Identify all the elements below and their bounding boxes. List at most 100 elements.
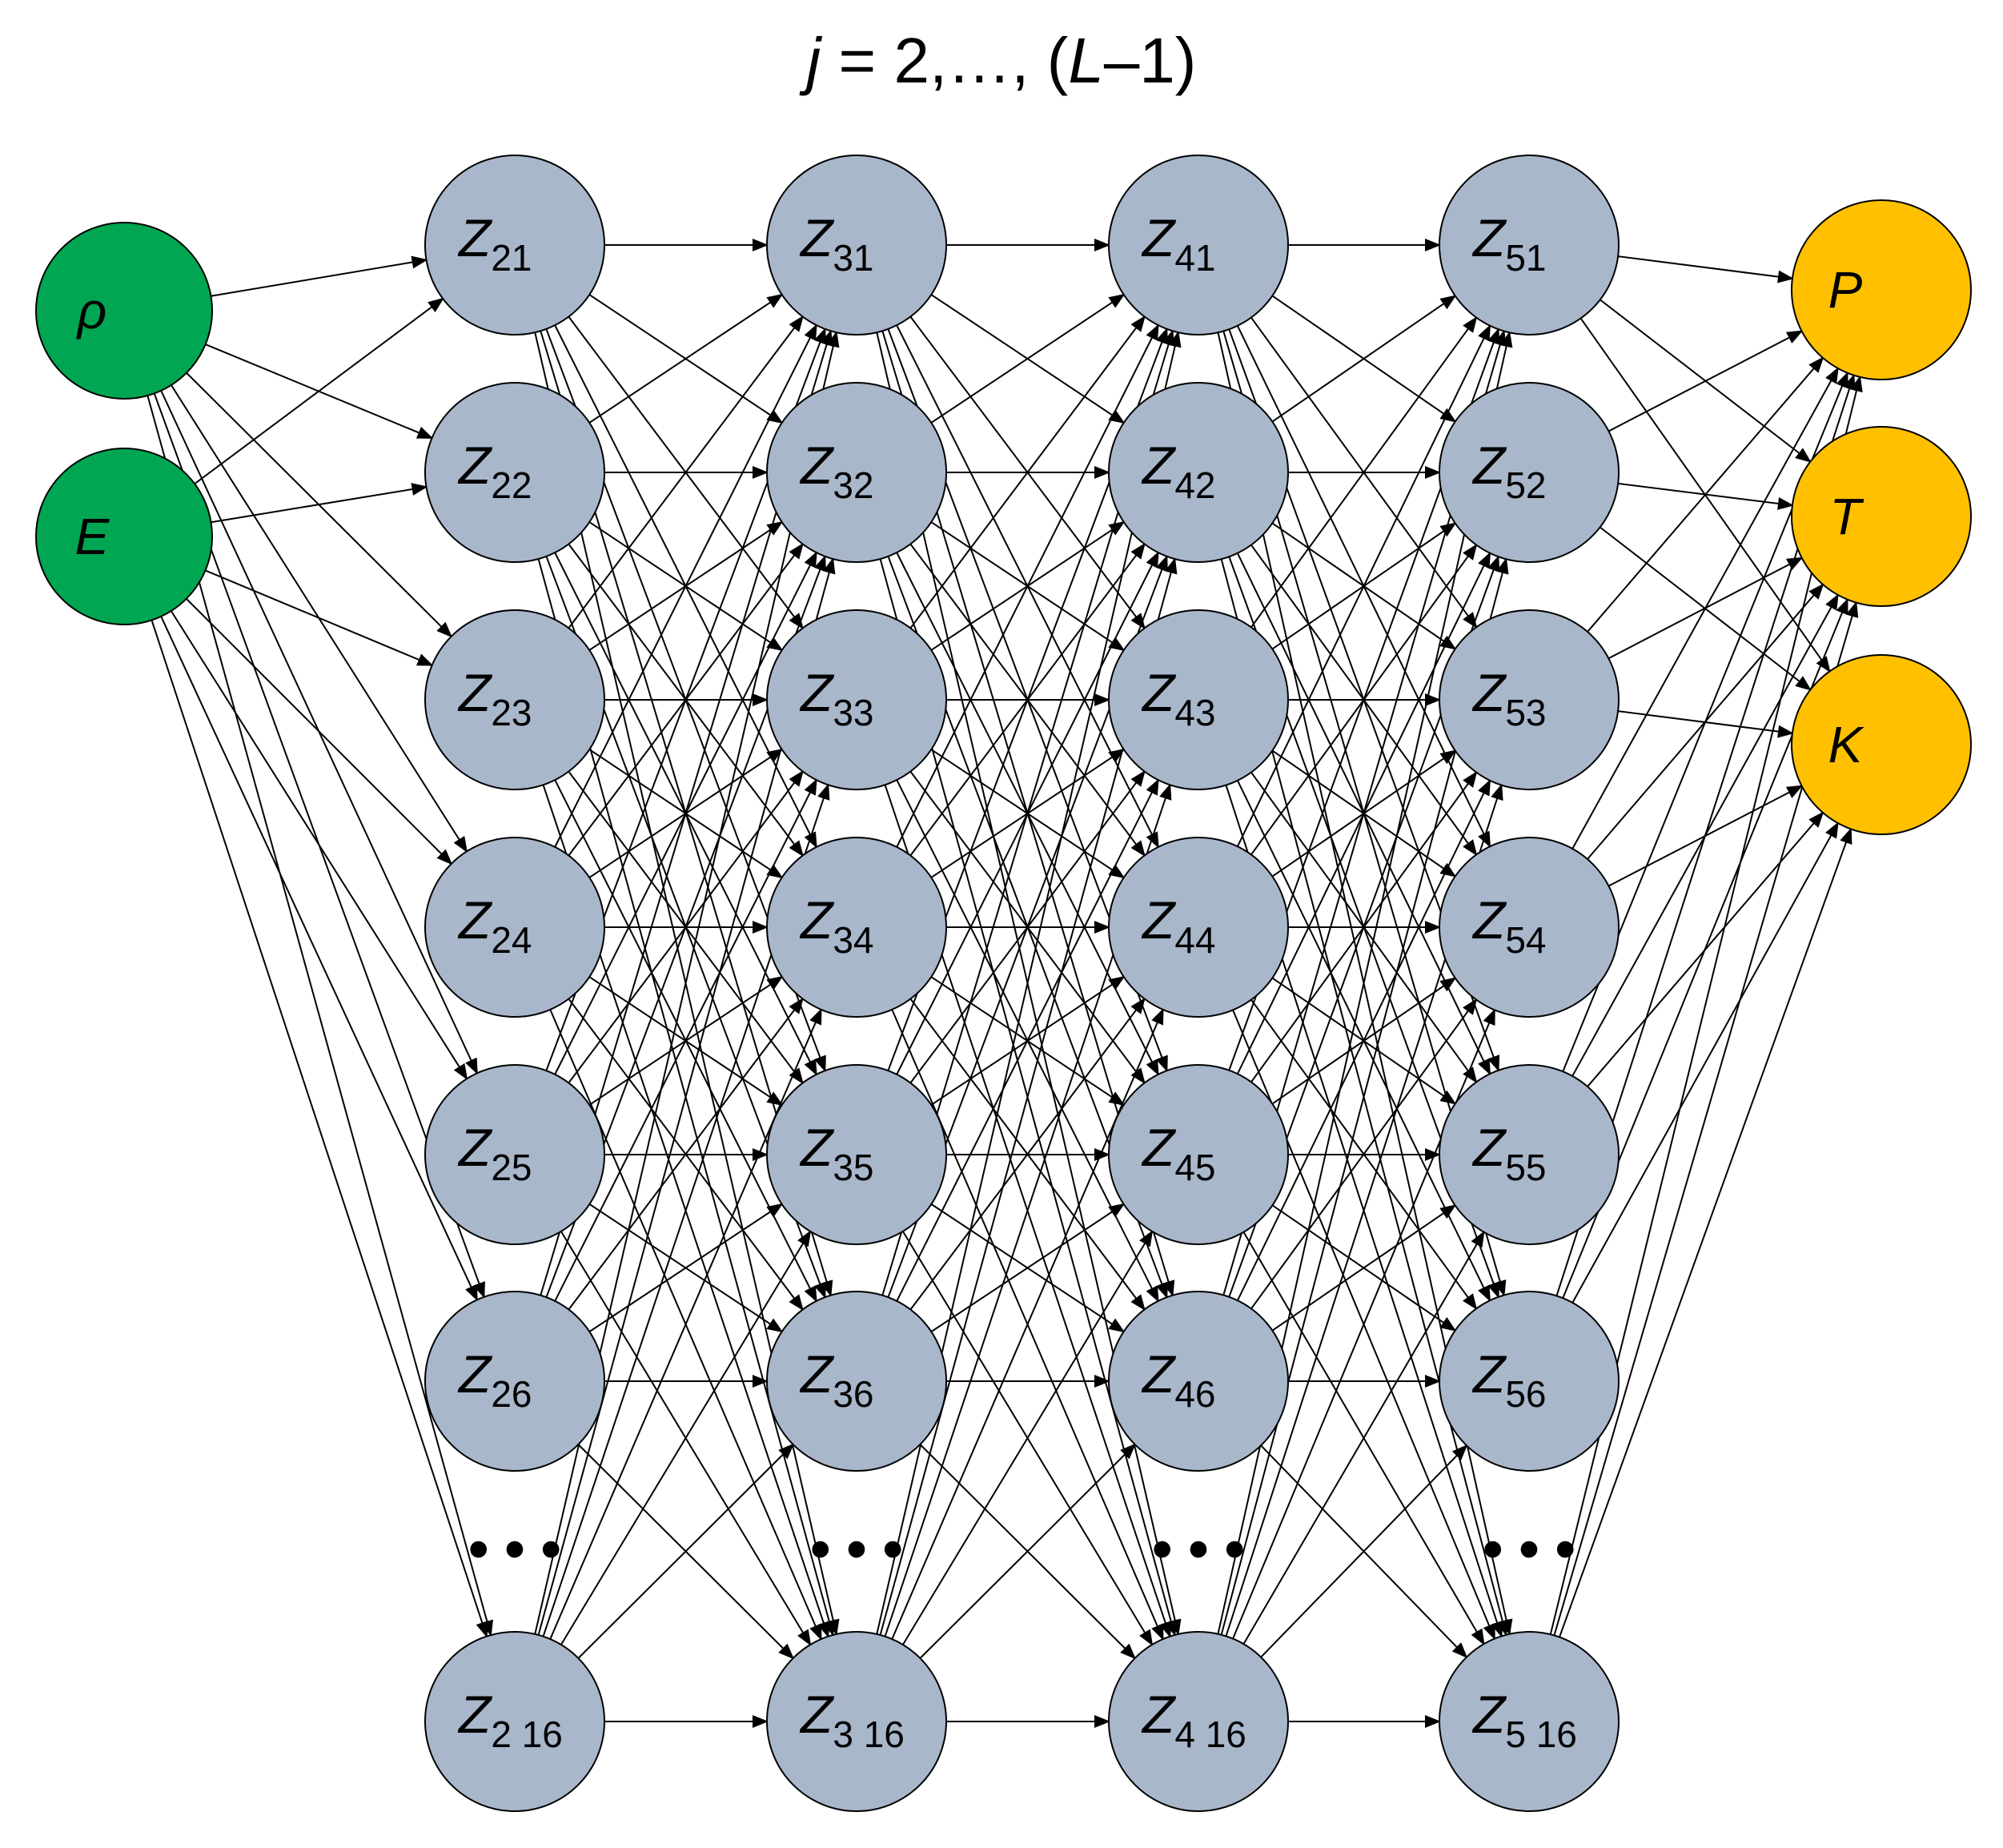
hidden-node-3-5: [766, 1064, 947, 1245]
title-end: –1): [1103, 25, 1197, 96]
edge-input-0-to-h0-6: [147, 395, 494, 1637]
ellipsis-4: • • •: [1152, 1517, 1245, 1581]
input-node-2: [35, 448, 213, 625]
hidden-node-label-2-5: Z25: [457, 1118, 532, 1188]
hidden-node-label-4-1: Z41: [1141, 208, 1216, 279]
hidden-node-5-2: [1439, 382, 1620, 563]
input-node-label-2: E: [75, 508, 110, 565]
edge-h0-5-to-h1-4: [588, 1203, 784, 1332]
hidden-node-label-5-6: Z56: [1471, 1344, 1547, 1415]
hidden-node-5-1: [1439, 155, 1620, 335]
edge-h0-1-to-h1-0: [588, 293, 784, 424]
edge-h2-2-to-h3-0: [1250, 315, 1478, 629]
edge-h3-0-to-output-0: [1617, 255, 1794, 283]
output-node-label-2: T: [1829, 488, 1864, 545]
output-node-label-1: P: [1828, 261, 1863, 319]
edge-h3-2-to-output-0: [1587, 356, 1824, 633]
ellipsis-5: • • •: [1483, 1517, 1576, 1581]
input-node-label-1: ρ: [76, 282, 107, 339]
hidden-node-label-5-4: Z54: [1471, 890, 1547, 961]
edge-h3-5-to-output-2: [1571, 822, 1839, 1304]
edge-input-0-to-h0-0: [211, 255, 428, 297]
hidden-node-3-7: [766, 1631, 947, 1812]
input-node-1: [35, 222, 213, 400]
edge-h1-3-to-h2-0: [896, 323, 1159, 848]
hidden-node-label-3-5: Z35: [799, 1118, 874, 1188]
title-l: L: [1068, 25, 1104, 96]
edge-h2-6-to-h3-4: [1242, 1231, 1485, 1645]
edge-h0-2-to-h1-0: [568, 315, 804, 629]
edge-h1-1-to-h2-0: [930, 293, 1126, 424]
hidden-node-label-4-7: Z4 16: [1141, 1685, 1246, 1755]
hidden-node-4-1: [1108, 155, 1289, 335]
hidden-node-5-5: [1439, 1064, 1620, 1245]
edge-h0-6-to-h1-5: [577, 1443, 795, 1659]
hidden-node-3-4: [766, 837, 947, 1018]
edge-h1-5-to-h2-3: [909, 997, 1146, 1311]
hidden-node-label-2-4: Z24: [457, 890, 532, 961]
hidden-node-label-3-6: Z36: [799, 1344, 874, 1415]
edge-input-1-to-h0-0: [194, 297, 444, 485]
hidden-node-2-2: [424, 382, 605, 563]
hidden-node-3-2: [766, 382, 947, 563]
hidden-node-2-6: [424, 1291, 605, 1472]
diagram-title: j = 2,…, (L–1): [0, 24, 2003, 98]
hidden-node-2-1: [424, 155, 605, 335]
hidden-node-label-5-7: Z5 16: [1471, 1685, 1577, 1755]
hidden-node-label-4-2: Z42: [1141, 436, 1216, 506]
ellipsis-markers: • • •• • •• • •• • •: [468, 1517, 1576, 1581]
hidden-node-label-2-7: Z2 16: [457, 1685, 563, 1755]
hidden-node-label-4-4: Z44: [1141, 890, 1216, 961]
edge-h2-1-to-h3-0: [1271, 295, 1457, 423]
hidden-node-label-2-1: Z21: [457, 208, 532, 279]
edge-input-1-to-h0-4: [170, 610, 468, 1081]
edge-h2-5-to-h3-3: [1250, 998, 1478, 1310]
ellipsis-2: • • •: [468, 1517, 561, 1581]
edge-h2-5-to-h3-2: [1237, 778, 1491, 1301]
hidden-node-label-4-3: Z43: [1141, 663, 1216, 733]
edge-input-1-to-h0-6: [151, 620, 488, 1638]
edge-h0-5-to-h1-3: [568, 997, 804, 1311]
hidden-node-label-2-6: Z26: [457, 1344, 532, 1415]
edge-h1-2-to-h2-0: [909, 315, 1146, 629]
hidden-node-5-4: [1439, 837, 1620, 1018]
title-mid: = 2,…, (: [821, 25, 1069, 96]
hidden-node-3-6: [766, 1291, 947, 1472]
hidden-node-label-2-3: Z23: [457, 663, 532, 733]
hidden-node-label-5-3: Z53: [1471, 663, 1547, 733]
hidden-node-label-3-3: Z33: [799, 663, 874, 733]
hidden-node-4-3: [1108, 609, 1289, 790]
hidden-node-label-3-4: Z34: [799, 890, 874, 961]
hidden-node-label-5-5: Z55: [1471, 1118, 1547, 1188]
hidden-node-label-2-2: Z22: [457, 436, 532, 506]
output-node-label-3: K: [1828, 716, 1865, 773]
edge-h0-5-to-h1-2: [554, 778, 817, 1302]
hidden-node-label-5-1: Z51: [1471, 208, 1547, 279]
hidden-node-4-4: [1108, 837, 1289, 1018]
hidden-node-2-4: [424, 837, 605, 1018]
edge-h1-5-to-h2-2: [896, 778, 1159, 1302]
hidden-node-3-3: [766, 609, 947, 790]
edge-input-1-to-h0-5: [160, 616, 478, 1302]
hidden-node-3-1: [766, 155, 947, 335]
edge-h1-6-to-h2-5: [919, 1443, 1137, 1659]
edge-h2-5-to-h3-4: [1271, 1204, 1457, 1332]
edge-input-1-to-h0-2: [205, 569, 434, 666]
edge-h2-6-to-h3-5: [1260, 1444, 1468, 1658]
output-node-2: [1791, 426, 1972, 607]
edge-h0-6-to-h1-4: [560, 1230, 812, 1645]
edge-h3-3-to-output-0: [1571, 367, 1839, 850]
hidden-node-4-5: [1108, 1064, 1289, 1245]
hidden-node-label-3-1: Z31: [799, 208, 874, 279]
edge-input-1-to-h0-3: [186, 598, 453, 866]
hidden-node-label-4-6: Z46: [1141, 1344, 1216, 1415]
edge-h2-3-to-h3-0: [1236, 323, 1491, 847]
hidden-node-label-3-7: Z3 16: [799, 1685, 905, 1755]
edge-h1-6-to-h2-4: [901, 1230, 1154, 1645]
edge-h3-1-to-output-0: [1608, 330, 1804, 432]
hidden-node-label-3-2: Z32: [799, 436, 874, 506]
hidden-node-4-6: [1108, 1291, 1289, 1472]
edge-h3-6-to-output-2: [1559, 827, 1852, 1637]
hidden-node-2-3: [424, 609, 605, 790]
